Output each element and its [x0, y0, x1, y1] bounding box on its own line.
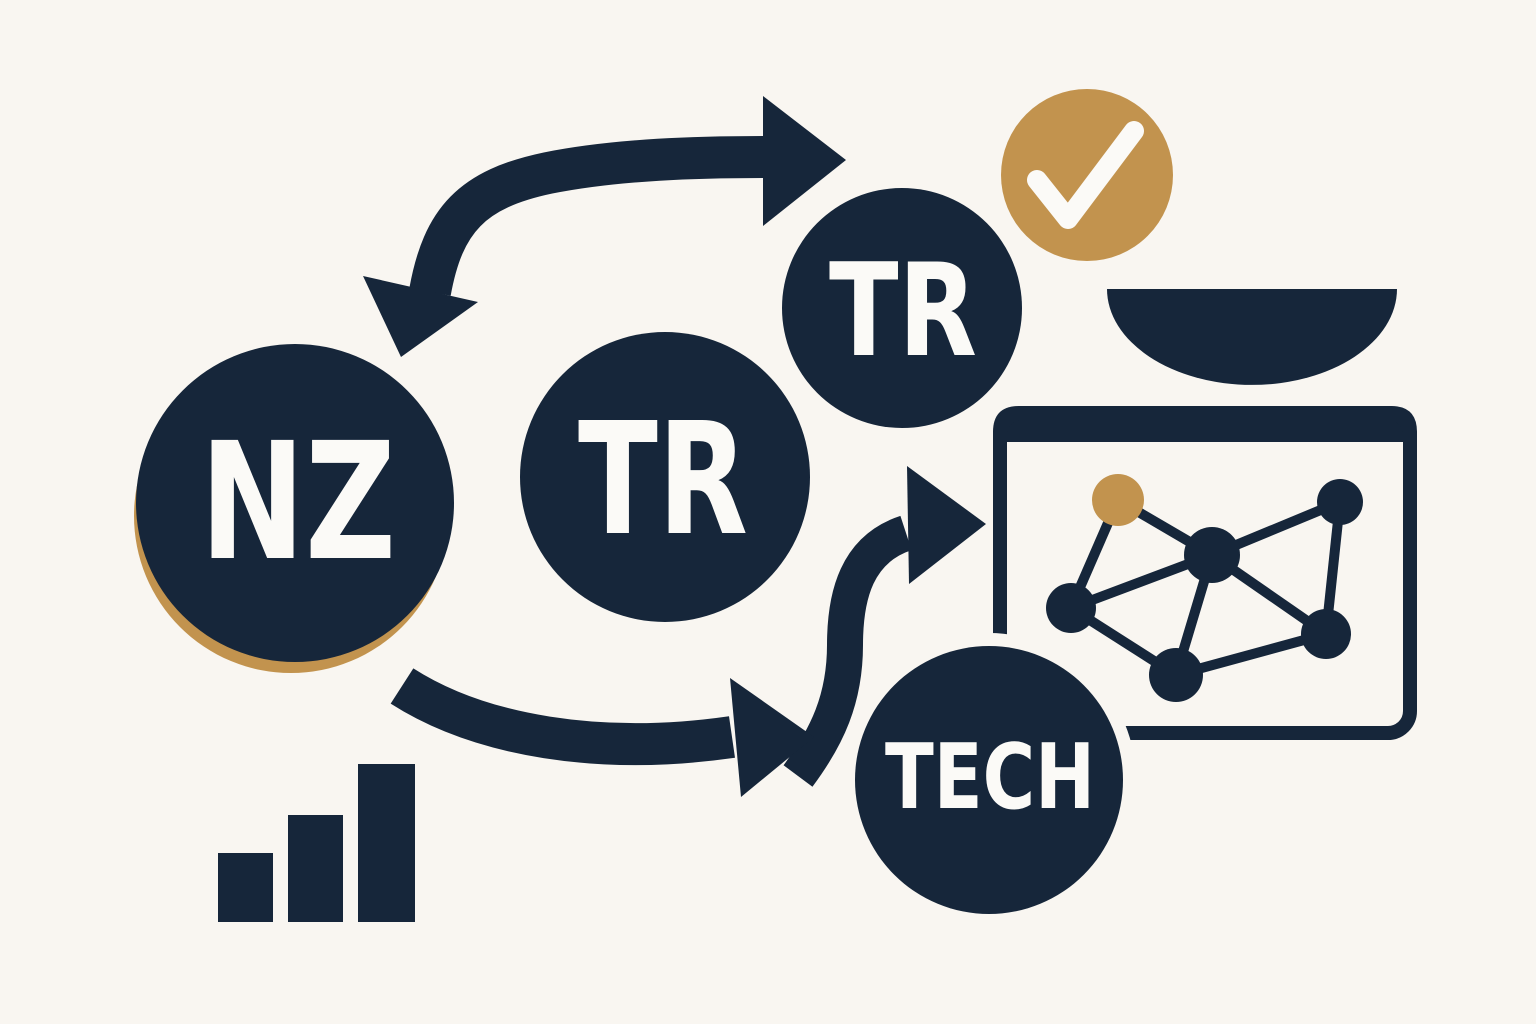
network-node: [1149, 648, 1203, 702]
cycle-arrow-down-head-icon: [363, 276, 478, 357]
cycle-arrow-bottom-band: [390, 668, 735, 766]
network-node-highlight: [1092, 474, 1144, 526]
tr-top-label: TR: [829, 237, 977, 386]
bar-chart-bar-tall-icon: [358, 764, 415, 922]
network-node: [1301, 609, 1351, 659]
tech-label: TECH: [885, 725, 1095, 830]
nz-circle: [136, 344, 454, 662]
panel-border: [993, 406, 1417, 740]
network-node: [1317, 479, 1363, 525]
bowl-icon: [1107, 289, 1397, 385]
navy-shapes-group: [136, 96, 1397, 922]
network-node: [1046, 583, 1096, 633]
labels-group: NZ TR TR TECH: [200, 237, 1095, 830]
tr-top-circle: [782, 188, 1022, 428]
tech-circle-group: [855, 646, 1123, 914]
cycle-arrow-right-head-icon: [763, 96, 846, 226]
bar-chart-bar-small-icon: [218, 853, 273, 922]
check-circle-icon: [1001, 89, 1173, 261]
check-mark-icon: [1027, 121, 1144, 229]
s-curve-arrow-band: [783, 515, 913, 787]
s-arrow-head-icon: [907, 466, 986, 584]
cycle-arrow-top-band: [409, 136, 767, 297]
bar-chart-bar-medium-icon: [288, 815, 343, 922]
tr-center-label: TR: [578, 389, 748, 570]
network-node-hub: [1184, 527, 1240, 583]
tech-circle: [855, 646, 1123, 914]
bottom-arrow-head-icon: [730, 678, 814, 797]
nz-label: NZ: [200, 409, 396, 597]
check-mark-group: [1027, 121, 1144, 229]
arrow-bands-group: [390, 136, 913, 787]
check-circle-group: [1001, 89, 1173, 261]
network-gold-node-group: [1092, 474, 1144, 526]
network-nodes-group: [1046, 479, 1363, 702]
panel-border-group: [993, 406, 1417, 740]
tr-center-circle: [520, 332, 810, 622]
